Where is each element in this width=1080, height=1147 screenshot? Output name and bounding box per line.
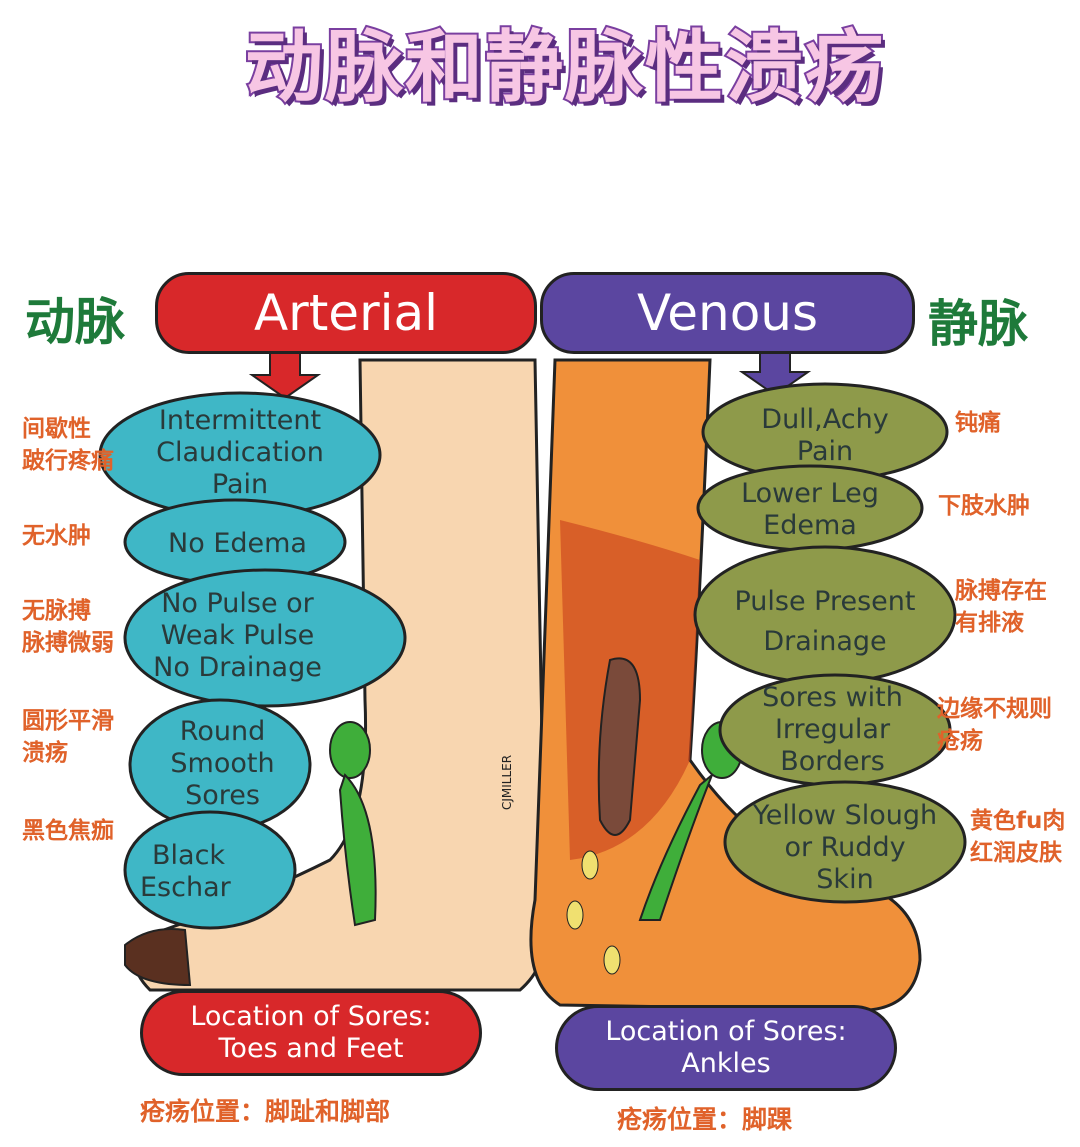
drip <box>566 900 584 930</box>
text: 有排液 <box>955 610 1024 636</box>
text: Round <box>179 716 266 747</box>
text: Borders <box>780 746 885 777</box>
text: No Edema <box>168 528 307 559</box>
text: Eschar <box>140 872 231 903</box>
text: Toes and Feet <box>218 1033 404 1064</box>
arterial-location-cn: 疮疡位置：脚趾和脚部 <box>140 1097 391 1126</box>
text: 圆形平滑 <box>22 708 114 734</box>
text: Intermittent <box>158 405 322 436</box>
arterial-cn-item: 无脉搏脉搏微弱 <box>22 595 114 659</box>
arterial-cn-item: 间歇性跛行疼痛 <box>22 413 114 477</box>
text: Pain <box>211 469 269 500</box>
arterial-item: Intermittent Claudication Pain <box>130 405 350 501</box>
text: Yellow Slough <box>752 800 938 831</box>
text: 跛行疼痛 <box>22 448 114 474</box>
text: Black <box>152 840 226 871</box>
arterial-item: Black Eschar <box>140 840 250 904</box>
text: Location of Sores: <box>605 1016 847 1047</box>
venous-cn-item: 边缘不规则疮疡 <box>937 693 1052 757</box>
venous-bubbles <box>693 382 967 904</box>
text: 溃疡 <box>22 740 68 766</box>
arterial-cn-item: 无水肿 <box>22 520 91 552</box>
text: or Ruddy <box>784 832 906 863</box>
drip <box>603 945 621 975</box>
venous-cn-item: 脉搏存在有排液 <box>955 575 1047 639</box>
text: 脉搏微弱 <box>22 630 114 656</box>
text: 黄色fu肉 <box>970 808 1066 834</box>
signature: CJMILLER <box>500 754 514 810</box>
text: 无脉搏 <box>22 598 91 624</box>
text: Pulse Present <box>734 586 916 617</box>
arterial-item: No Edema <box>130 528 345 560</box>
text: 脉搏存在 <box>955 578 1047 604</box>
text: 边缘不规则 <box>937 696 1052 722</box>
venous-location-cn: 疮疡位置：脚踝 <box>617 1105 793 1134</box>
text: 无水肿 <box>22 523 91 549</box>
page-title: 动脉和静脉性溃疡 <box>243 21 886 115</box>
arterial-item: Round Smooth Sores <box>130 716 315 812</box>
arterial-cn-item: 黑色焦痂 <box>22 815 114 847</box>
drip <box>581 850 599 880</box>
text: Claudication <box>156 437 324 468</box>
text: Smooth <box>170 748 275 779</box>
text: Ankles <box>681 1048 771 1079</box>
arterial-location: Location of Sores: Toes and Feet <box>140 990 482 1076</box>
text: Weak Pulse <box>160 620 315 651</box>
ulcer <box>597 657 642 836</box>
text: Irregular <box>774 714 891 745</box>
text: Edema <box>763 510 857 541</box>
text: 疮疡 <box>937 728 983 754</box>
text: Sores <box>185 780 260 811</box>
text: No Drainage <box>153 652 322 683</box>
text: 间歇性 <box>22 416 91 442</box>
venous-cn-item: 下肢水肿 <box>938 490 1030 522</box>
venous-item: Sores with Irregular Borders <box>725 682 940 778</box>
text: No Pulse or <box>161 588 314 619</box>
venous-item: Lower Leg Edema <box>705 478 915 542</box>
text: 钝痛 <box>955 410 1001 436</box>
green-figure-arterial <box>329 721 377 927</box>
text: 下肢水肿 <box>938 493 1030 519</box>
venous-cn-item: 黄色fu肉红润皮肤 <box>970 805 1065 869</box>
arterial-bubbles <box>98 391 407 930</box>
text: Dull,Achy <box>761 404 889 435</box>
text: 黑色焦痂 <box>22 818 114 844</box>
text: Pain <box>796 436 854 467</box>
arterial-item: No Pulse or Weak Pulse No Drainage <box>130 588 345 684</box>
text: Lower Leg <box>741 478 879 509</box>
arterial-banner: Arterial <box>155 272 537 354</box>
arterial-cn-label: 动脉 <box>25 293 125 351</box>
black-toes <box>124 928 192 987</box>
arterial-arrow <box>248 349 322 400</box>
venous-location: Location of Sores: Ankles <box>555 1005 897 1091</box>
venous-item: Dull,Achy Pain <box>715 404 935 468</box>
venous-item: Yellow Slough or Ruddy Skin <box>735 800 955 896</box>
venous-item: Pulse Present Drainage <box>715 582 935 662</box>
text: Location of Sores: <box>190 1001 432 1032</box>
arterial-cn-item: 圆形平滑溃疡 <box>22 705 114 769</box>
venous-cn-label: 静脉 <box>928 295 1028 353</box>
text: 红润皮肤 <box>970 840 1062 866</box>
venous-cn-item: 钝痛 <box>955 407 1001 439</box>
venous-banner: Venous <box>540 272 915 354</box>
text: Sores with <box>762 682 903 713</box>
text: Skin <box>816 864 874 895</box>
text: Drainage <box>763 626 887 657</box>
